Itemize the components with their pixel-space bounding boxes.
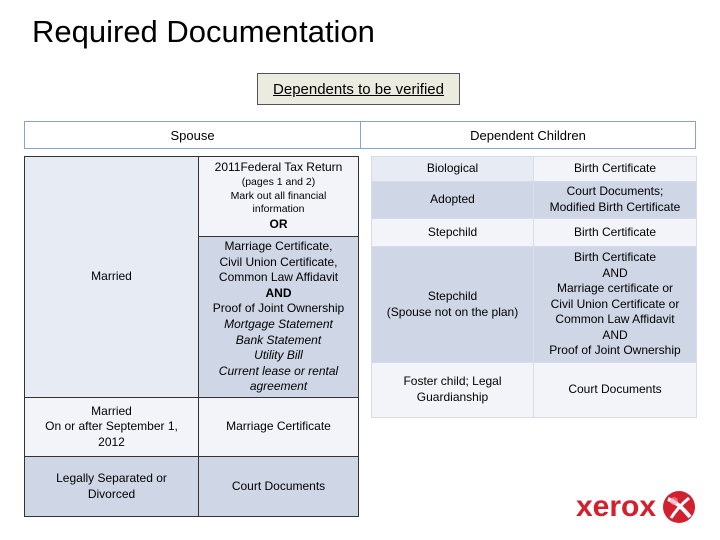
married-label: Married [91, 269, 132, 284]
child-doc-cell: Birth Certificate [533, 218, 697, 247]
child-doc: AND [602, 265, 628, 280]
joint-ownership-item: agreement [249, 379, 308, 394]
marriage-doc-line: Proof of Joint Ownership [212, 301, 345, 316]
separated-label-2: Divorced [87, 486, 136, 501]
dependents-verified-box: Dependents to be verified [257, 73, 460, 105]
child-doc: Birth Certificate [573, 224, 657, 239]
joint-ownership-item: Utility Bill [254, 348, 303, 363]
spouse-table: Married 2011Federal Tax Return (pages 1 … [24, 156, 359, 517]
child-doc-cell: Birth Certificate [533, 156, 697, 182]
child-doc-cell: Court Documents; Modified Birth Certific… [533, 181, 697, 219]
child-doc: Proof of Joint Ownership [549, 343, 681, 358]
child-doc: Marriage certificate or [556, 281, 674, 296]
child-type: Adopted [430, 192, 475, 207]
marriage-doc-line: Marriage Certificate, [224, 239, 333, 254]
child-doc: Modified Birth Certificate [549, 200, 681, 214]
child-type: Stepchild [427, 224, 478, 239]
tax-return-cell: 2011Federal Tax Return (pages 1 and 2) M… [198, 156, 359, 237]
child-type-note: (Spouse not on the plan) [386, 304, 519, 319]
child-doc: Civil Union Certificate or [550, 296, 680, 311]
child-type-cell: Adopted [371, 181, 534, 219]
child-doc-cell: Birth Certificate AND Marriage certifica… [533, 246, 697, 363]
child-type: Guardianship [416, 390, 489, 404]
married-after-doc: Marriage Certificate [226, 419, 331, 434]
xerox-logo: xerox [576, 490, 696, 524]
tax-return-note-2: information [252, 203, 305, 216]
page-title: Required Documentation [32, 14, 375, 49]
married-after-year: 2012 [98, 434, 125, 449]
child-type-cell: Biological [371, 156, 534, 182]
header-dependent-children: Dependent Children [360, 122, 695, 148]
tax-return-note: Mark out all financial [230, 189, 327, 202]
child-doc: Court Documents [568, 382, 662, 397]
marriage-doc-line: Civil Union Certificate, [219, 254, 338, 269]
and-label: AND [265, 285, 292, 300]
joint-ownership-item: Bank Statement [235, 332, 322, 347]
child-type-cell: Foster child; Legal Guardianship [371, 362, 534, 418]
married-cell: Married [24, 156, 199, 398]
header-bar: Spouse Dependent Children [24, 121, 696, 149]
tax-return-pages: (pages 1 and 2) [241, 176, 316, 189]
married-after-date: On or after September 1, [45, 419, 178, 434]
child-doc: Birth Certificate [573, 249, 657, 264]
header-spouse: Spouse [170, 127, 215, 143]
joint-ownership-item: Mortgage Statement [224, 317, 333, 331]
married-after-label: Married [91, 403, 132, 418]
separated-doc: Court Documents [231, 478, 326, 493]
married-after-doc-cell: Marriage Certificate [198, 397, 359, 457]
separated-label: Legally Separated or [56, 470, 167, 485]
or-label: OR [269, 216, 288, 231]
xerox-sphere-icon [663, 491, 696, 523]
xerox-wordmark: xerox [576, 490, 657, 523]
child-doc: AND [602, 327, 628, 342]
child-doc: Court Documents; [566, 184, 664, 199]
child-type-cell: Stepchild [371, 218, 534, 247]
joint-ownership-item: Current lease or rental [218, 363, 339, 378]
child-doc: Common Law Affidavit [555, 312, 675, 327]
separated-cell: Legally Separated or Divorced [24, 456, 199, 517]
child-type-cell: Stepchild (Spouse not on the plan) [371, 246, 534, 363]
marriage-docs-cell: Marriage Certificate, Civil Union Certif… [198, 236, 359, 398]
child-type: Stepchild [427, 288, 478, 303]
child-type: Foster child; Legal [403, 374, 502, 389]
child-doc-cell: Court Documents [533, 362, 697, 418]
children-table: Biological Birth Certificate Adopted Cou… [371, 156, 697, 418]
tax-return-title: 2011Federal Tax Return [214, 160, 343, 175]
marriage-doc-line: Common Law Affidavit [218, 270, 339, 285]
married-after-cell: Married On or after September 1, 2012 [24, 397, 199, 457]
child-type: Biological [426, 161, 479, 176]
child-doc: Birth Certificate [573, 161, 657, 176]
separated-doc-cell: Court Documents [198, 456, 359, 517]
